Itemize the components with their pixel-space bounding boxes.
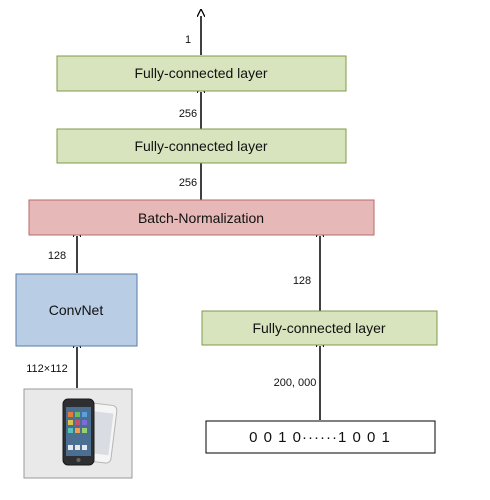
convnet-box	[15, 273, 138, 347]
batch-normalization-layer: Batch-Normalization	[28, 199, 375, 236]
dim-output: 1	[185, 34, 191, 46]
dim-fc-mid-to-top: 256	[179, 108, 197, 120]
dim-image-to-conv: 112×112	[26, 363, 68, 375]
fc-layer-right-label: Fully-connected layer	[252, 320, 385, 336]
dim-conv-to-bn: 128	[48, 250, 66, 262]
fc-layer-mid-label: Fully-connected layer	[134, 138, 267, 154]
input-vector-bits: 0 0 1 0······1 0 0 1	[249, 429, 391, 446]
convnet-block: ConvNet	[15, 273, 138, 347]
fc-layer-top-label: Fully-connected layer	[134, 65, 267, 81]
fc-layer-mid: Fully-connected layer	[56, 128, 347, 164]
batch-normalization-label: Batch-Normalization	[138, 210, 264, 226]
dim-bn-to-fc-mid: 256	[179, 177, 197, 189]
input-vector: 0 0 1 0······1 0 0 1	[205, 420, 436, 454]
fc-layer-top: Fully-connected layer	[56, 55, 347, 92]
input-vector-box	[205, 420, 436, 454]
convnet-label: ConvNet	[49, 302, 104, 318]
smartphone-photo-icon	[23, 388, 133, 479]
connections	[77, 16, 320, 420]
batch-normalization-box	[28, 199, 375, 236]
fc-layer-right: Fully-connected layer	[201, 310, 438, 346]
fc-layer-right-box	[201, 310, 438, 346]
dim-fc-right-to-bn: 128	[293, 275, 311, 287]
fc-layer-top-box	[56, 55, 347, 92]
fc-layer-mid-box	[56, 128, 347, 164]
dim-vector-to-fc-right: 200, 000	[274, 377, 317, 389]
